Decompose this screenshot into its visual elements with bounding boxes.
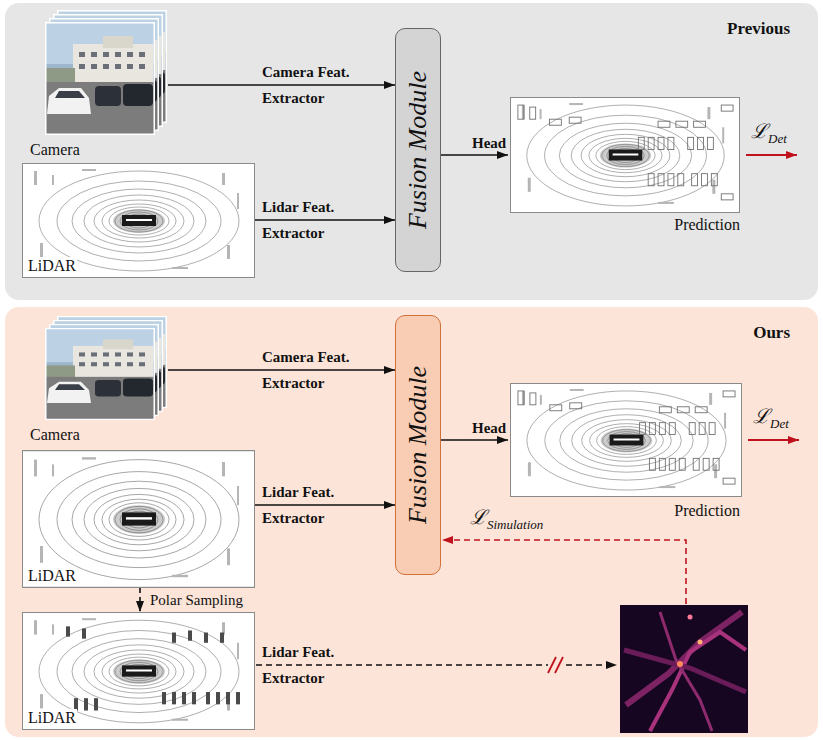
panel-box: PreviousCameraLiDAR Fusion ModulePredicti… — [5, 3, 818, 300]
heatmap-feature — [650, 632, 746, 731]
camera-image: Camera — [28, 315, 168, 445]
loss-arrow — [748, 439, 799, 441]
edge-label-holder: Polar Sampling — [150, 591, 243, 610]
panel-box: OursCameraLiDARFusion ModulePredictionLi… — [5, 307, 818, 737]
lidar-scan — [23, 164, 255, 278]
label-holder: ℒDet — [753, 404, 789, 436]
camera-stack — [45, 316, 167, 420]
loss-symbol: ℒ — [470, 506, 487, 528]
loss-label: ℒDet — [753, 405, 789, 427]
edge-label: Lidar Feat. Extractor — [262, 199, 334, 241]
edge-label: Head — [472, 135, 506, 151]
loss-subscript: Det — [770, 416, 789, 431]
text-holder: Ours — [753, 323, 790, 343]
lidar-scan — [23, 451, 255, 588]
heatmap — [620, 605, 748, 733]
sampled-objects — [66, 626, 240, 710]
arrow-head — [606, 661, 617, 669]
heatmap-feature — [624, 650, 746, 692]
heatmap-feature — [660, 612, 712, 731]
node-label: Camera — [30, 141, 80, 158]
edge-label: Camera Feat. Extractor — [262, 64, 349, 106]
prediction-scan — [510, 383, 741, 496]
edge-label-holder: Head — [472, 133, 506, 153]
lidar-image: LiDAR — [22, 450, 255, 588]
heatmap-feature — [626, 612, 742, 705]
text-holder: Fusion Module — [403, 71, 433, 229]
node-label: Prediction — [674, 216, 740, 233]
prediction-scan — [510, 98, 739, 213]
loss-symbol: ℒ — [751, 120, 768, 142]
text-holder: LiDAR — [27, 566, 77, 585]
loss-subscript: Simulation — [487, 517, 543, 532]
text-holder: LiDAR — [27, 256, 77, 275]
lidar-image: LiDAR — [22, 163, 255, 278]
node-label: Previous — [727, 19, 790, 38]
edge-label-holder: Camera Feat. Extractor — [262, 59, 380, 111]
node-label: Fusion Module — [403, 366, 432, 524]
edge-label-holder: Lidar Feat. Extractor — [262, 479, 380, 531]
camera-stack — [45, 10, 167, 135]
label-holder: Lidar Feat. Extractor — [262, 639, 380, 691]
fusion-module-box: Fusion Module — [395, 28, 441, 272]
text-holder: Prediction — [674, 501, 740, 520]
label-holder: ℒDet — [751, 119, 787, 151]
detection-boxes — [518, 105, 733, 200]
edge-label-holder: Lidar Feat. Extractor — [262, 194, 380, 246]
panel-ground — [5, 3, 818, 300]
gradient-stop-mark — [548, 657, 563, 673]
lidar-image: LiDAR — [22, 612, 255, 730]
prediction-image: Prediction — [508, 383, 744, 521]
panel-ground — [5, 307, 818, 737]
loss-arrow — [746, 154, 797, 156]
camera-photo — [45, 22, 155, 135]
camera-image: Camera — [28, 5, 168, 160]
node-label: Camera — [30, 426, 80, 443]
text-holder: Fusion Module — [403, 366, 433, 524]
heatmap-peak — [698, 640, 703, 645]
edge-label: Head — [472, 420, 506, 436]
camera-photo — [45, 328, 155, 420]
edge-label-holder: Head — [472, 418, 506, 438]
edge-label: Lidar Feat. Extractor — [262, 484, 334, 526]
text-holder: Prediction — [674, 215, 740, 234]
break-gap — [548, 657, 564, 673]
connector-arrow — [139, 588, 141, 612]
text-holder: Camera — [30, 425, 80, 444]
connector-arrow — [168, 84, 395, 86]
simulation-loss-arrow — [442, 540, 686, 604]
edge-label: Camera Feat. Extractor — [262, 349, 349, 391]
loss-symbol: ℒ — [753, 405, 770, 427]
node-label: LiDAR — [27, 257, 77, 274]
connector-arrow — [168, 369, 395, 371]
heatmap-ground — [620, 605, 748, 733]
heatmap-peak — [677, 661, 683, 667]
fusion-module-box: Fusion Module — [395, 315, 441, 575]
text-holder: LiDAR — [27, 708, 77, 727]
loss-label: ℒDet — [751, 120, 787, 142]
node-label: Fusion Module — [403, 71, 432, 229]
detection-boxes — [518, 391, 735, 484]
edge-label: Polar Sampling — [150, 592, 243, 608]
lidar-scan — [23, 613, 255, 730]
label-holder: ℒSimulation — [470, 505, 543, 537]
loss-subscript: Det — [768, 131, 787, 146]
edge-label-holder: Camera Feat. Extractor — [262, 344, 380, 396]
text-holder: Previous — [727, 19, 790, 39]
node-label: LiDAR — [27, 567, 77, 584]
connector-arrow — [255, 504, 395, 506]
node-label: Prediction — [674, 502, 740, 519]
connector-arrow — [441, 154, 508, 156]
feature-label: Lidar Feat. Extractor — [262, 644, 334, 686]
node-label: Ours — [753, 323, 790, 342]
loss-label: ℒSimulation — [470, 506, 543, 528]
heatmap-peak — [688, 615, 693, 620]
prediction-image: Prediction — [508, 97, 744, 235]
connector-arrow — [441, 439, 508, 441]
text-holder: Camera — [30, 140, 80, 159]
connector-arrow — [255, 219, 395, 221]
node-label: LiDAR — [27, 709, 77, 726]
